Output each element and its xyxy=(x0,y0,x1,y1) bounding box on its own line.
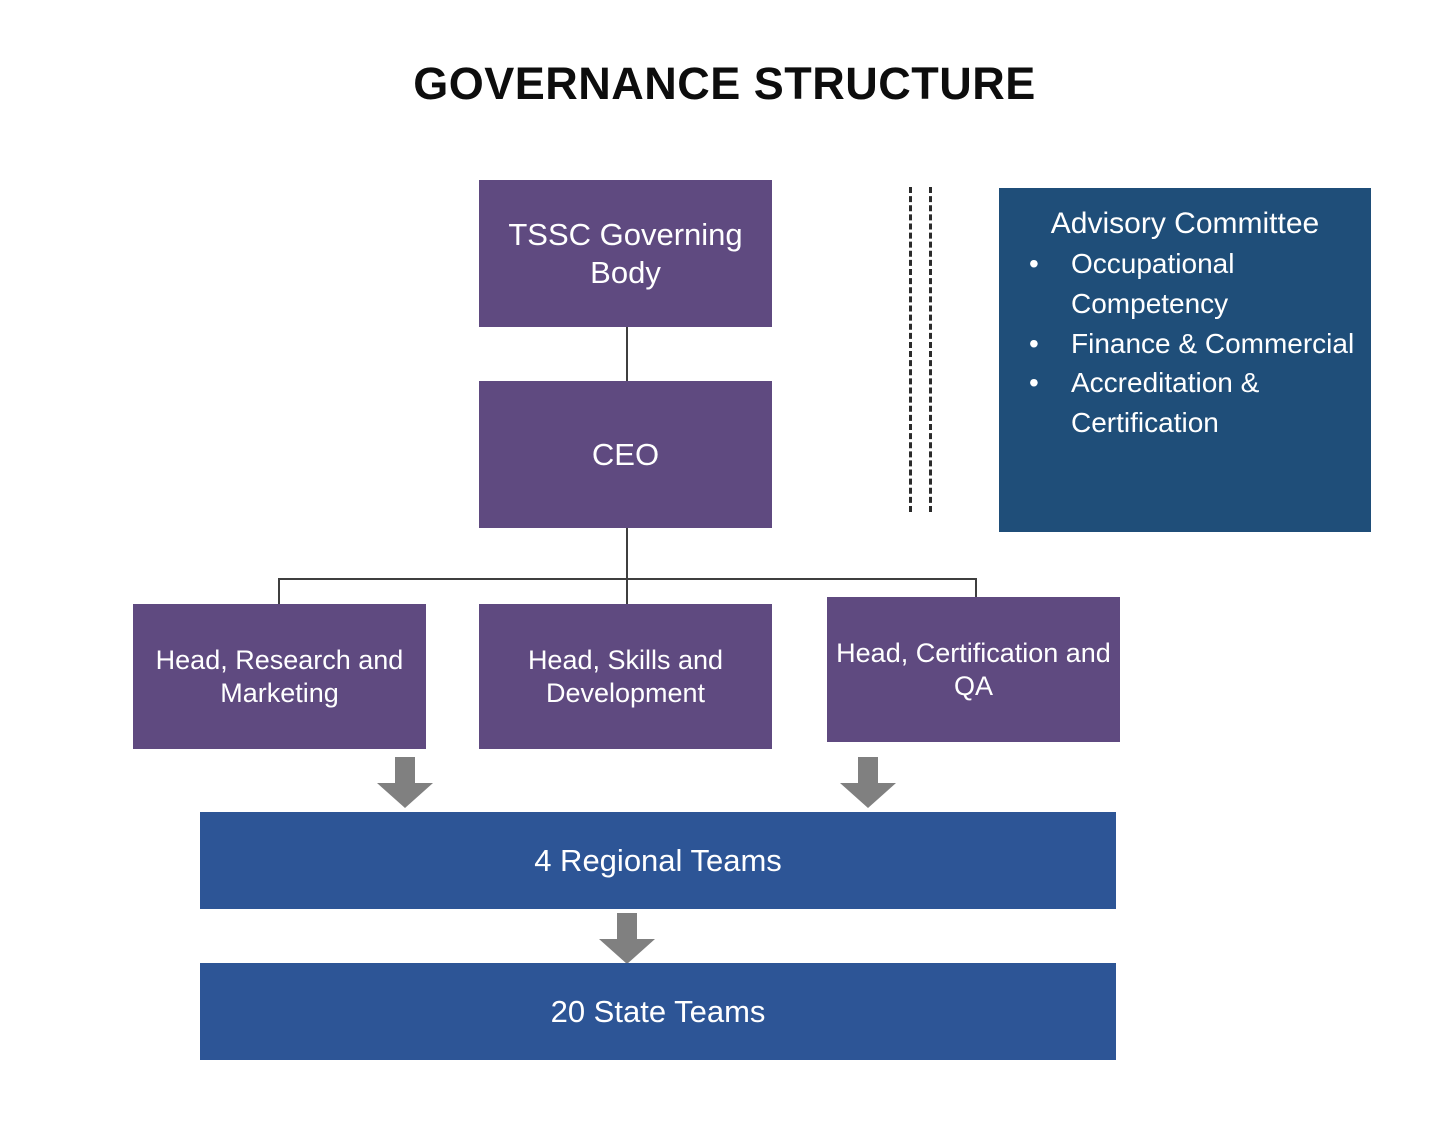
advisory-committee-heading: Advisory Committee xyxy=(1050,207,1320,240)
advisory-list-item: • Occupational Competency xyxy=(1013,244,1357,324)
node-ceo[interactable]: CEO xyxy=(479,381,772,528)
connector-governing-body-to-ceo xyxy=(626,327,628,381)
page-title: GOVERNANCE STRUCTURE xyxy=(413,58,1036,109)
node-head-certification-and-qa[interactable]: Head, Certification and QA xyxy=(827,597,1120,742)
node-label: Head, Certification and QA xyxy=(836,637,1111,701)
advisory-item-label: Finance & Commercial xyxy=(1071,327,1355,359)
panel-advisory-committee[interactable]: Advisory Committee • Occupational Compet… xyxy=(999,188,1371,532)
node-label: 4 Regional Teams xyxy=(534,842,782,878)
connector-drop-to-head-research xyxy=(278,578,280,604)
node-label: Head, Skills and Development xyxy=(527,644,724,708)
advisory-list-item: • Accreditation & Certification xyxy=(1013,363,1357,443)
node-head-research-and-marketing[interactable]: Head, Research and Marketing xyxy=(133,604,426,749)
advisory-list-item: • Finance & Commercial xyxy=(1013,324,1357,364)
advisory-committee-list: • Occupational Competency • Finance & Co… xyxy=(1013,244,1357,443)
connector-ceo-stem xyxy=(626,528,628,579)
connector-drop-to-head-certification xyxy=(975,578,977,597)
down-arrow-icon-research-to-regional xyxy=(375,757,435,809)
dashed-connector-line-right xyxy=(929,187,932,512)
down-arrow-icon-certification-to-regional xyxy=(838,757,898,809)
node-label: CEO xyxy=(591,436,660,472)
advisory-item-label: Occupational Competency xyxy=(1071,248,1235,319)
down-arrow-icon-regional-to-state xyxy=(597,913,657,965)
node-head-skills-and-development[interactable]: Head, Skills and Development xyxy=(479,604,772,749)
node-label: 20 State Teams xyxy=(550,993,766,1029)
node-regional-teams[interactable]: 4 Regional Teams xyxy=(200,812,1116,909)
bullet-icon: • xyxy=(1029,367,1039,399)
node-label: TSSC Governing Body xyxy=(508,216,743,290)
advisory-item-label: Accreditation & Certification xyxy=(1071,367,1260,438)
bullet-icon: • xyxy=(1029,327,1039,359)
dashed-connector-line-left xyxy=(909,187,912,512)
node-state-teams[interactable]: 20 State Teams xyxy=(200,963,1116,1060)
node-label: Head, Research and Marketing xyxy=(155,644,404,708)
bullet-icon: • xyxy=(1029,248,1039,279)
node-tssc-governing-body[interactable]: TSSC Governing Body xyxy=(479,180,772,327)
connector-drop-to-head-skills xyxy=(626,578,628,604)
